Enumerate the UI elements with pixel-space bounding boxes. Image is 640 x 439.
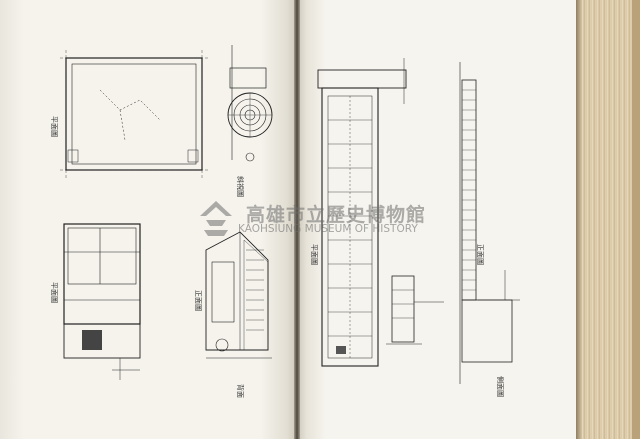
watermark-name-en: KAOHSIUNG MUSEUM OF HISTORY — [238, 223, 418, 235]
caption-left-oblique: 斜視圖 — [236, 176, 245, 197]
small-elevation-drawing — [386, 275, 444, 345]
shrine-elevation — [205, 231, 272, 359]
left-page — [0, 0, 296, 439]
caption-left-plan: 平面圖 — [50, 116, 58, 137]
watermark-name-cn: 高雄市立歷史博物館 — [246, 204, 427, 226]
caption-left-front: 正面圖 — [194, 290, 202, 311]
page-edge-shadow — [576, 0, 582, 439]
museum-logo-icon — [200, 201, 232, 236]
caption-right-plan: 平面圖 — [310, 244, 318, 265]
plan-drawing-bottom-left — [63, 223, 141, 380]
captions: 平面圖 斜視圖 平面圖 正面圖 背面 平面圖 正面圖 側面圖 — [50, 116, 505, 398]
long-plan-drawing — [317, 58, 407, 367]
museum-watermark: 高雄市立歷史博物館 KAOHSIUNG MUSEUM OF HISTORY — [196, 198, 456, 238]
book-gutter — [294, 0, 300, 439]
caption-left-back: 背面 — [236, 384, 245, 398]
caption-right-side: 側面圖 — [496, 376, 505, 397]
side-elevation-drawing — [459, 62, 520, 384]
plan-drawing-top-left — [60, 50, 208, 178]
page-edges — [576, 0, 640, 439]
caption-left-plan-2: 平面圖 — [50, 282, 58, 303]
cover-edge — [632, 0, 640, 439]
caption-right-front: 正面圖 — [476, 244, 484, 265]
dome-drawing — [227, 45, 273, 162]
